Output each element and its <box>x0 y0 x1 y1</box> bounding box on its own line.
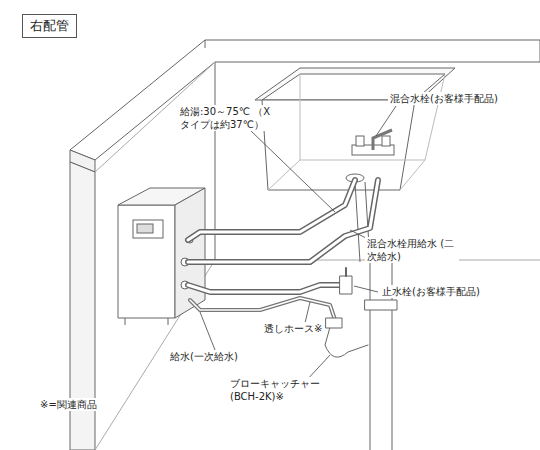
callout-label: ※=関連商品 <box>38 398 99 411</box>
callout-label: 給湯:30～75℃ （Xタイプは約37℃） <box>178 105 277 131</box>
callout-label: 混合水栓用給水 (二次給水) <box>365 237 459 263</box>
callout-label: 透しホース※ <box>262 322 324 335</box>
heading-text: 右配管 <box>30 17 69 35</box>
heading-box: 右配管 <box>22 14 77 38</box>
callout-label: 混合水栓(お客様手配品) <box>388 92 500 105</box>
callout-label: 止水栓(お客様手配品) <box>380 285 482 298</box>
callout-label: 給水(一次給水) <box>168 350 240 363</box>
callout-label: ブローキャッチャー (BCH-2K)※ <box>228 377 342 403</box>
